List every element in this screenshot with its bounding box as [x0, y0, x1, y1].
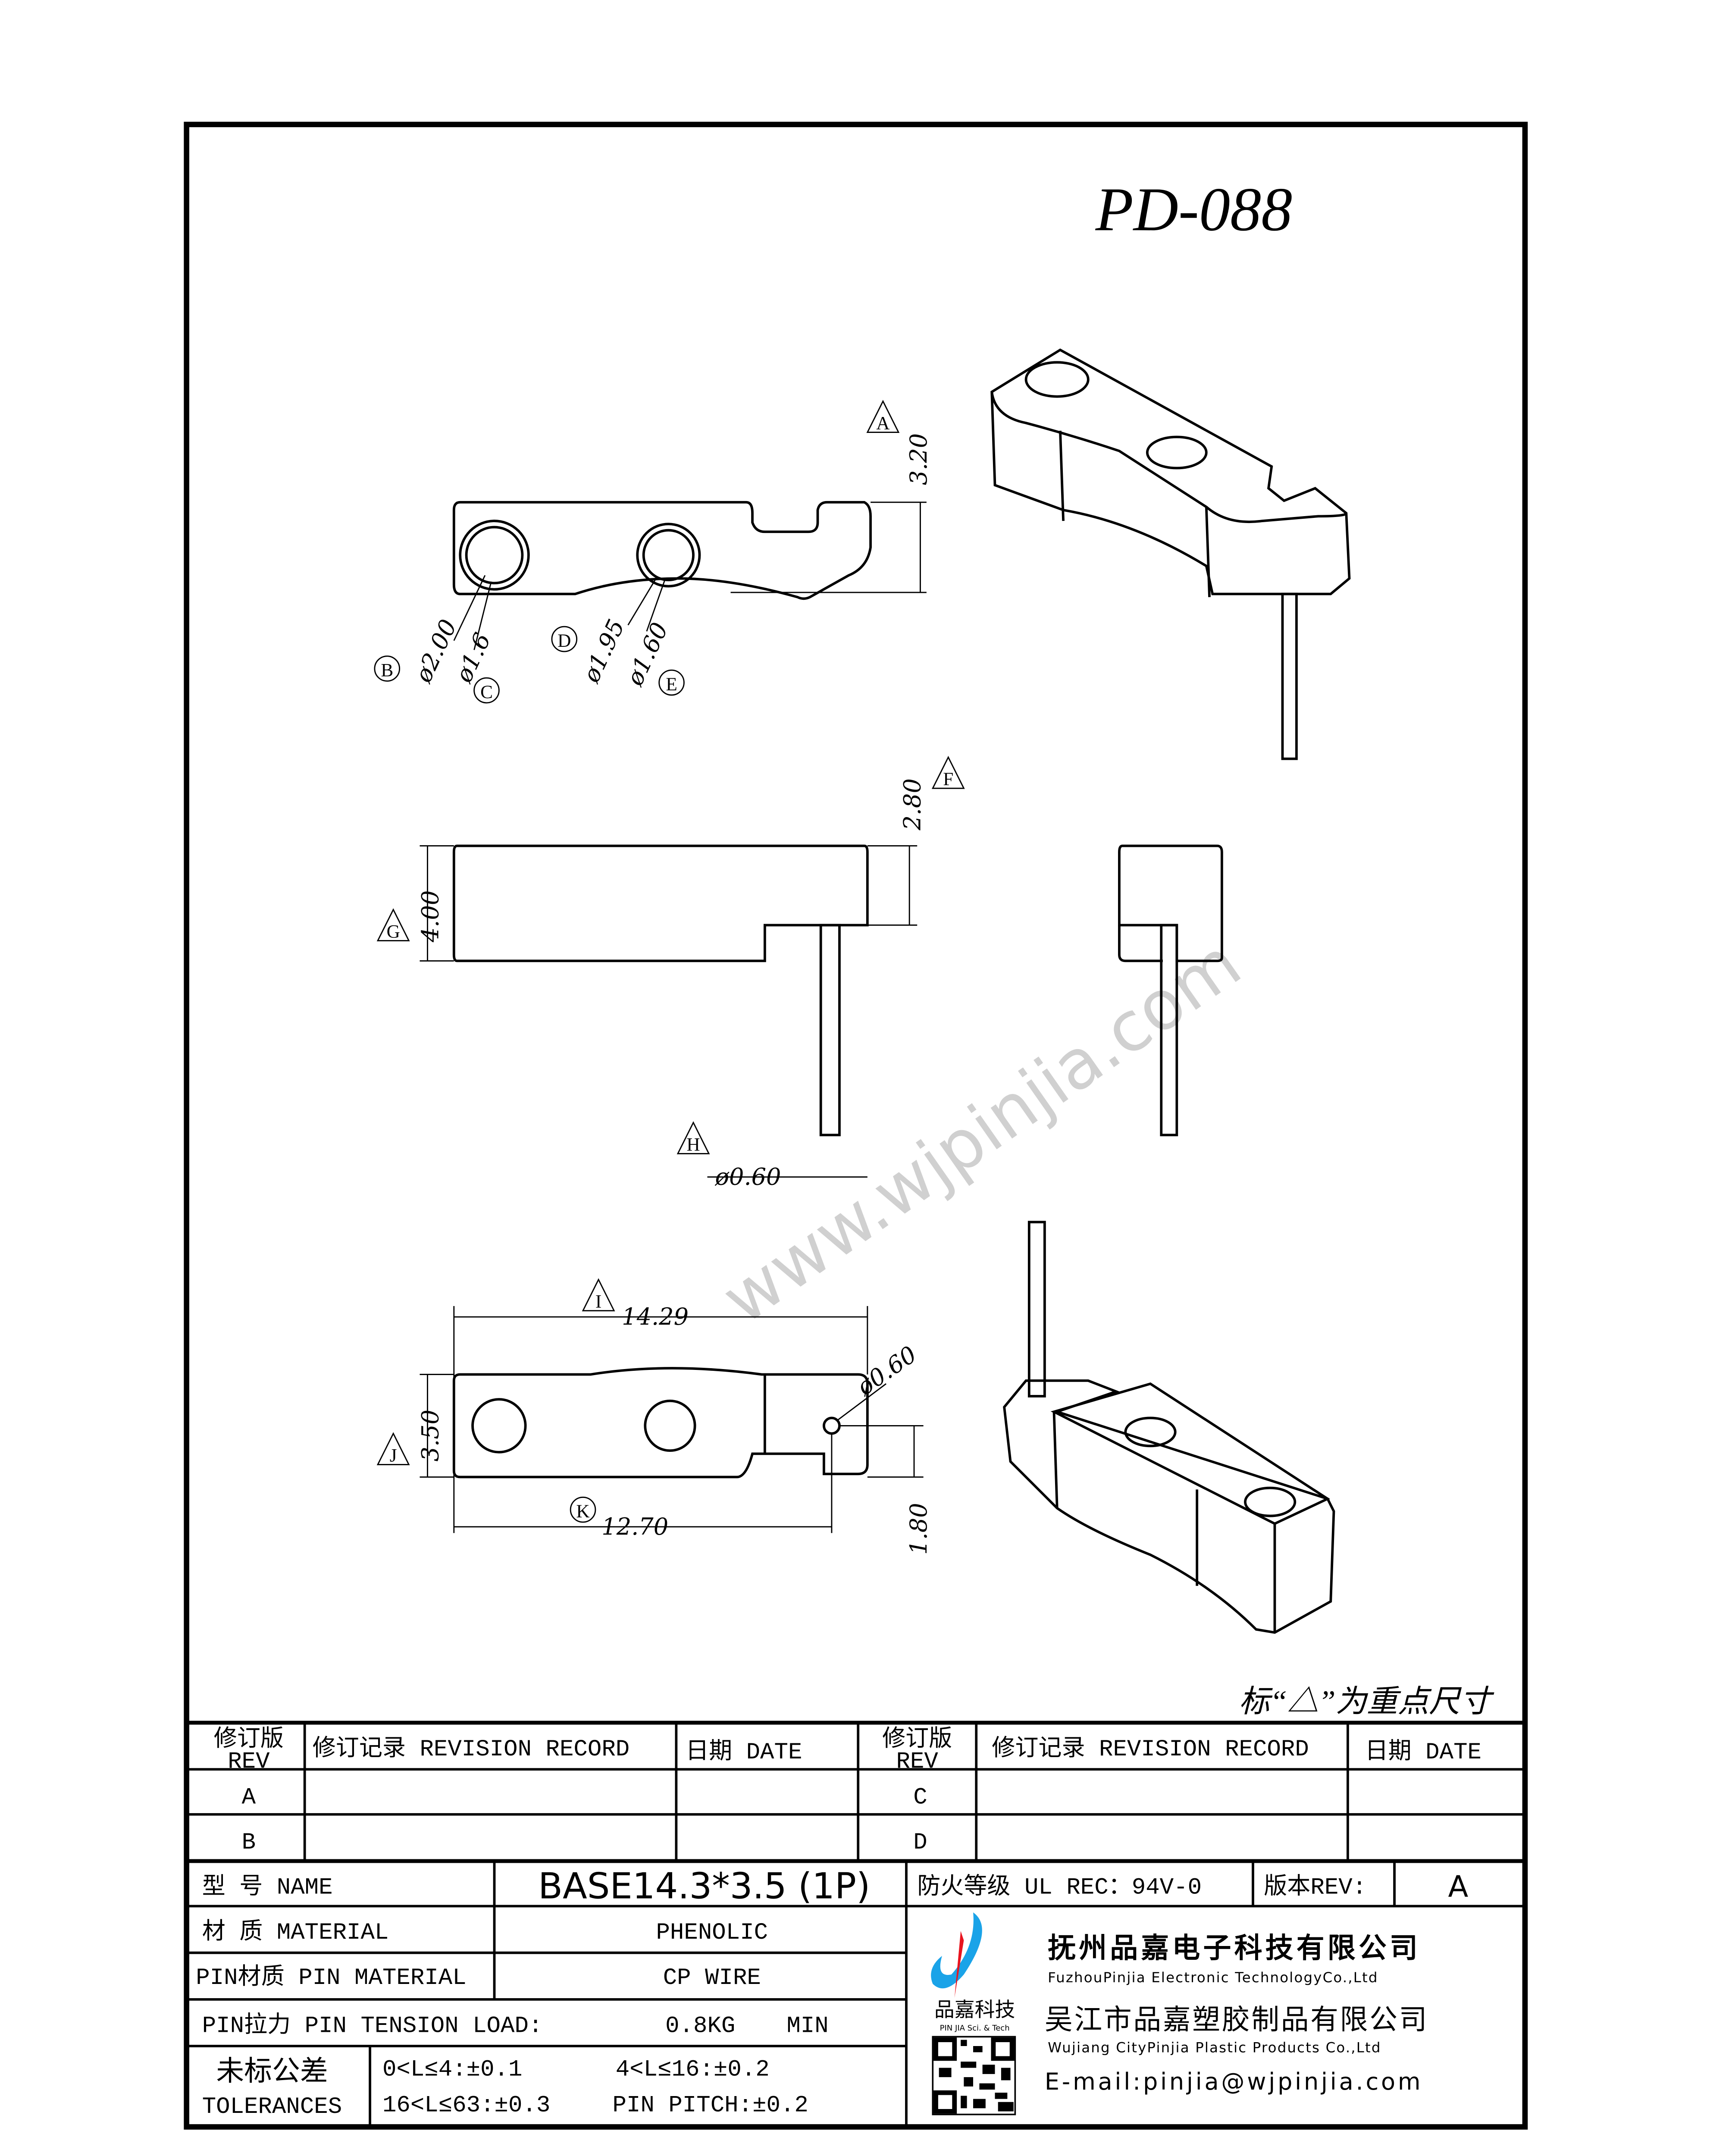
company-logo: 品嘉科技 PIN JIA Sci. & Tech	[931, 1912, 1015, 2033]
svg-text:D: D	[557, 630, 571, 651]
rev-b: B	[242, 1830, 256, 1856]
key-dimension-note: 标“△”为重点尺寸	[1239, 1684, 1494, 1719]
svg-text:修订版: 修订版	[214, 1726, 284, 1753]
svg-text:E: E	[666, 674, 677, 695]
marker-j: J	[376, 1432, 410, 1466]
marker-f: F	[931, 755, 965, 790]
company-name-2-en: Wujiang CityPinjia Plastic Products Co.,…	[1048, 2039, 1381, 2056]
tolerance-label: 未标公差	[216, 2055, 328, 2087]
svg-text:日期 DATE: 日期 DATE	[1365, 1739, 1481, 1766]
svg-text:J: J	[390, 1445, 397, 1466]
dim-length: 14.29	[622, 1303, 689, 1330]
isometric-view-bottom	[1003, 1221, 1335, 1634]
dim-side-upper: 2.80	[899, 778, 926, 830]
isometric-view-top	[990, 348, 1351, 760]
fire-rating: 防火等级 UL REC：94V-0	[917, 1874, 1202, 1901]
pin-material-value: CP WIRE	[663, 1965, 761, 1991]
marker-c: C	[473, 677, 500, 704]
svg-text:REV: REV	[228, 1749, 270, 1775]
material-value: PHENOLIC	[656, 1920, 768, 1946]
svg-text:修订记录 REVISION RECORD: 修订记录 REVISION RECORD	[313, 1735, 630, 1763]
product-info: 型 号 NAME BASE14.3*3.5 (1P) 防火等级 UL REC：9…	[196, 1865, 1468, 2120]
svg-text:I: I	[595, 1291, 601, 1312]
rev-label: 版本REV:	[1264, 1874, 1366, 1901]
bottom-view: 14.29 12.70 3.50 ø0.60 1.80	[417, 1303, 932, 1555]
name-value: BASE14.3*3.5 (1P)	[538, 1865, 870, 1907]
svg-text:C: C	[480, 682, 493, 702]
dim-pin-offset: 1.80	[905, 1503, 932, 1554]
dim-width: 3.50	[417, 1410, 444, 1461]
tolerance-label-en: TOLERANCES	[202, 2094, 342, 2120]
dim-pitch: 12.70	[601, 1513, 668, 1540]
name-label: 型 号 NAME	[202, 1874, 333, 1901]
dim-top-height: 3.20	[905, 433, 932, 485]
company-name-2: 吴江市品嘉塑胶制品有限公司	[1045, 2003, 1428, 2036]
company-name-1: 抚州品嘉电子科技有限公司	[1048, 1932, 1421, 1965]
marker-a: A	[866, 400, 900, 433]
end-view	[1118, 844, 1223, 1137]
drawing-number: PD-088	[1095, 175, 1293, 244]
marker-e: E	[658, 669, 685, 696]
tension-value: 0.8KG	[665, 2013, 735, 2040]
rev-c: C	[913, 1785, 927, 1811]
pin-material-label: PIN材质 PIN MATERIAL	[196, 1964, 466, 1991]
marker-k: K	[570, 1496, 596, 1523]
svg-text:K: K	[576, 1501, 589, 1522]
watermark: www.wjpinjia.com	[708, 924, 1255, 1339]
sheet-border	[184, 122, 1528, 2130]
dim-side-height: 4.00	[417, 890, 444, 943]
svg-text:品嘉科技: 品嘉科技	[934, 1998, 1015, 2022]
qr-code	[932, 2036, 1016, 2115]
material-label: 材 质 MATERIAL	[202, 1918, 389, 1946]
tolerance-2: 4<L≤16:±0.2	[616, 2057, 770, 2083]
company-block: 品嘉科技 PIN JIA Sci. & Tech 抚州品嘉电子科技有限公司 Fu…	[931, 1912, 1428, 2115]
svg-text:修订记录 REVISION RECORD: 修订记录 REVISION RECORD	[992, 1735, 1309, 1763]
rev-value: A	[1448, 1870, 1468, 1904]
svg-text:PIN JIA Sci. & Tech: PIN JIA Sci. & Tech	[940, 2024, 1010, 2033]
marker-h: H	[676, 1121, 710, 1155]
top-view: 3.20 ø2.00 ø1.6 ø1.95 ø1.60	[409, 433, 932, 690]
svg-text:H: H	[686, 1134, 700, 1155]
tension-unit: MIN	[786, 2013, 828, 2040]
svg-text:A: A	[876, 413, 889, 433]
title-block	[186, 1720, 1525, 2127]
svg-text:B: B	[381, 660, 393, 681]
revision-table: 修订版 REV 修订记录 REVISION RECORD 日期 DATE 修订版…	[214, 1726, 1481, 1856]
marker-b: B	[374, 655, 401, 682]
tolerance-4: PIN PITCH:±0.2	[613, 2092, 808, 2118]
company-name-1-en: FuzhouPinjia Electronic TechnologyCo.,Lt…	[1048, 1969, 1378, 1986]
dim-pin-diameter: ø0.60	[715, 1163, 781, 1191]
tolerance-3: 16<L≤63:±0.3	[382, 2092, 550, 2118]
marker-g: G	[376, 908, 410, 942]
svg-text:F: F	[943, 769, 953, 790]
rev-d: D	[913, 1830, 927, 1856]
dim-pin-bottom: ø0.60	[852, 1341, 921, 1401]
tension-label: PIN拉力 PIN TENSION LOAD:	[202, 2012, 543, 2040]
svg-text:REV: REV	[896, 1749, 939, 1775]
rev-a: A	[242, 1785, 256, 1811]
marker-d: D	[551, 626, 578, 652]
side-view: 4.00 2.80 ø0.60	[417, 778, 926, 1190]
svg-text:日期 DATE: 日期 DATE	[686, 1739, 802, 1766]
svg-text:修订版: 修订版	[882, 1726, 952, 1753]
svg-text:G: G	[387, 921, 400, 942]
marker-i: I	[582, 1278, 615, 1312]
tolerance-1: 0<L≤4:±0.1	[382, 2057, 523, 2083]
company-email: E-mail:pinjia@wjpinjia.com	[1045, 2068, 1423, 2095]
